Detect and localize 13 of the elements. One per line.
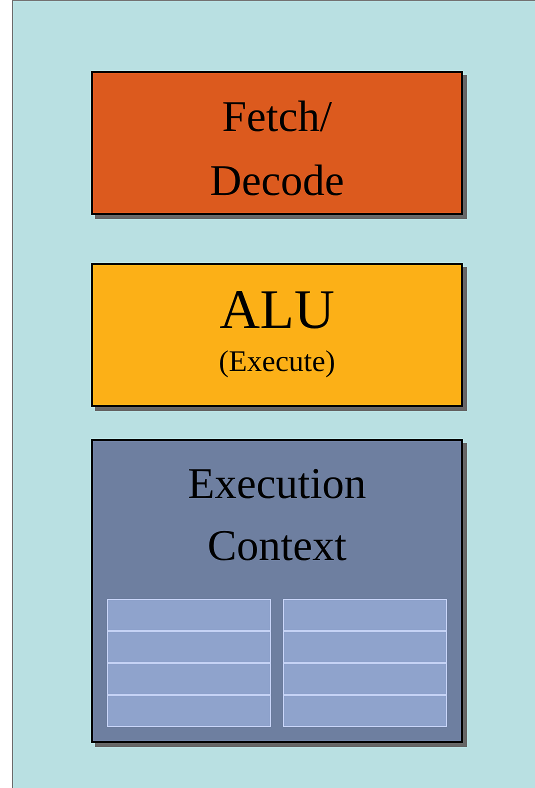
register-cell — [283, 695, 447, 727]
block-title: Fetch/ Decode — [208, 91, 346, 207]
block-subtitle: (Execute) — [218, 344, 336, 380]
register-cell — [283, 631, 447, 663]
register-cell — [107, 599, 271, 631]
block-title: ALU — [219, 278, 335, 343]
register-cell — [107, 695, 271, 727]
register-cell — [107, 631, 271, 663]
register-cell — [107, 663, 271, 695]
register-cell — [283, 599, 447, 631]
block-title: Execution Context — [186, 458, 368, 572]
background-panel — [12, 0, 535, 788]
register-cell — [283, 663, 447, 695]
